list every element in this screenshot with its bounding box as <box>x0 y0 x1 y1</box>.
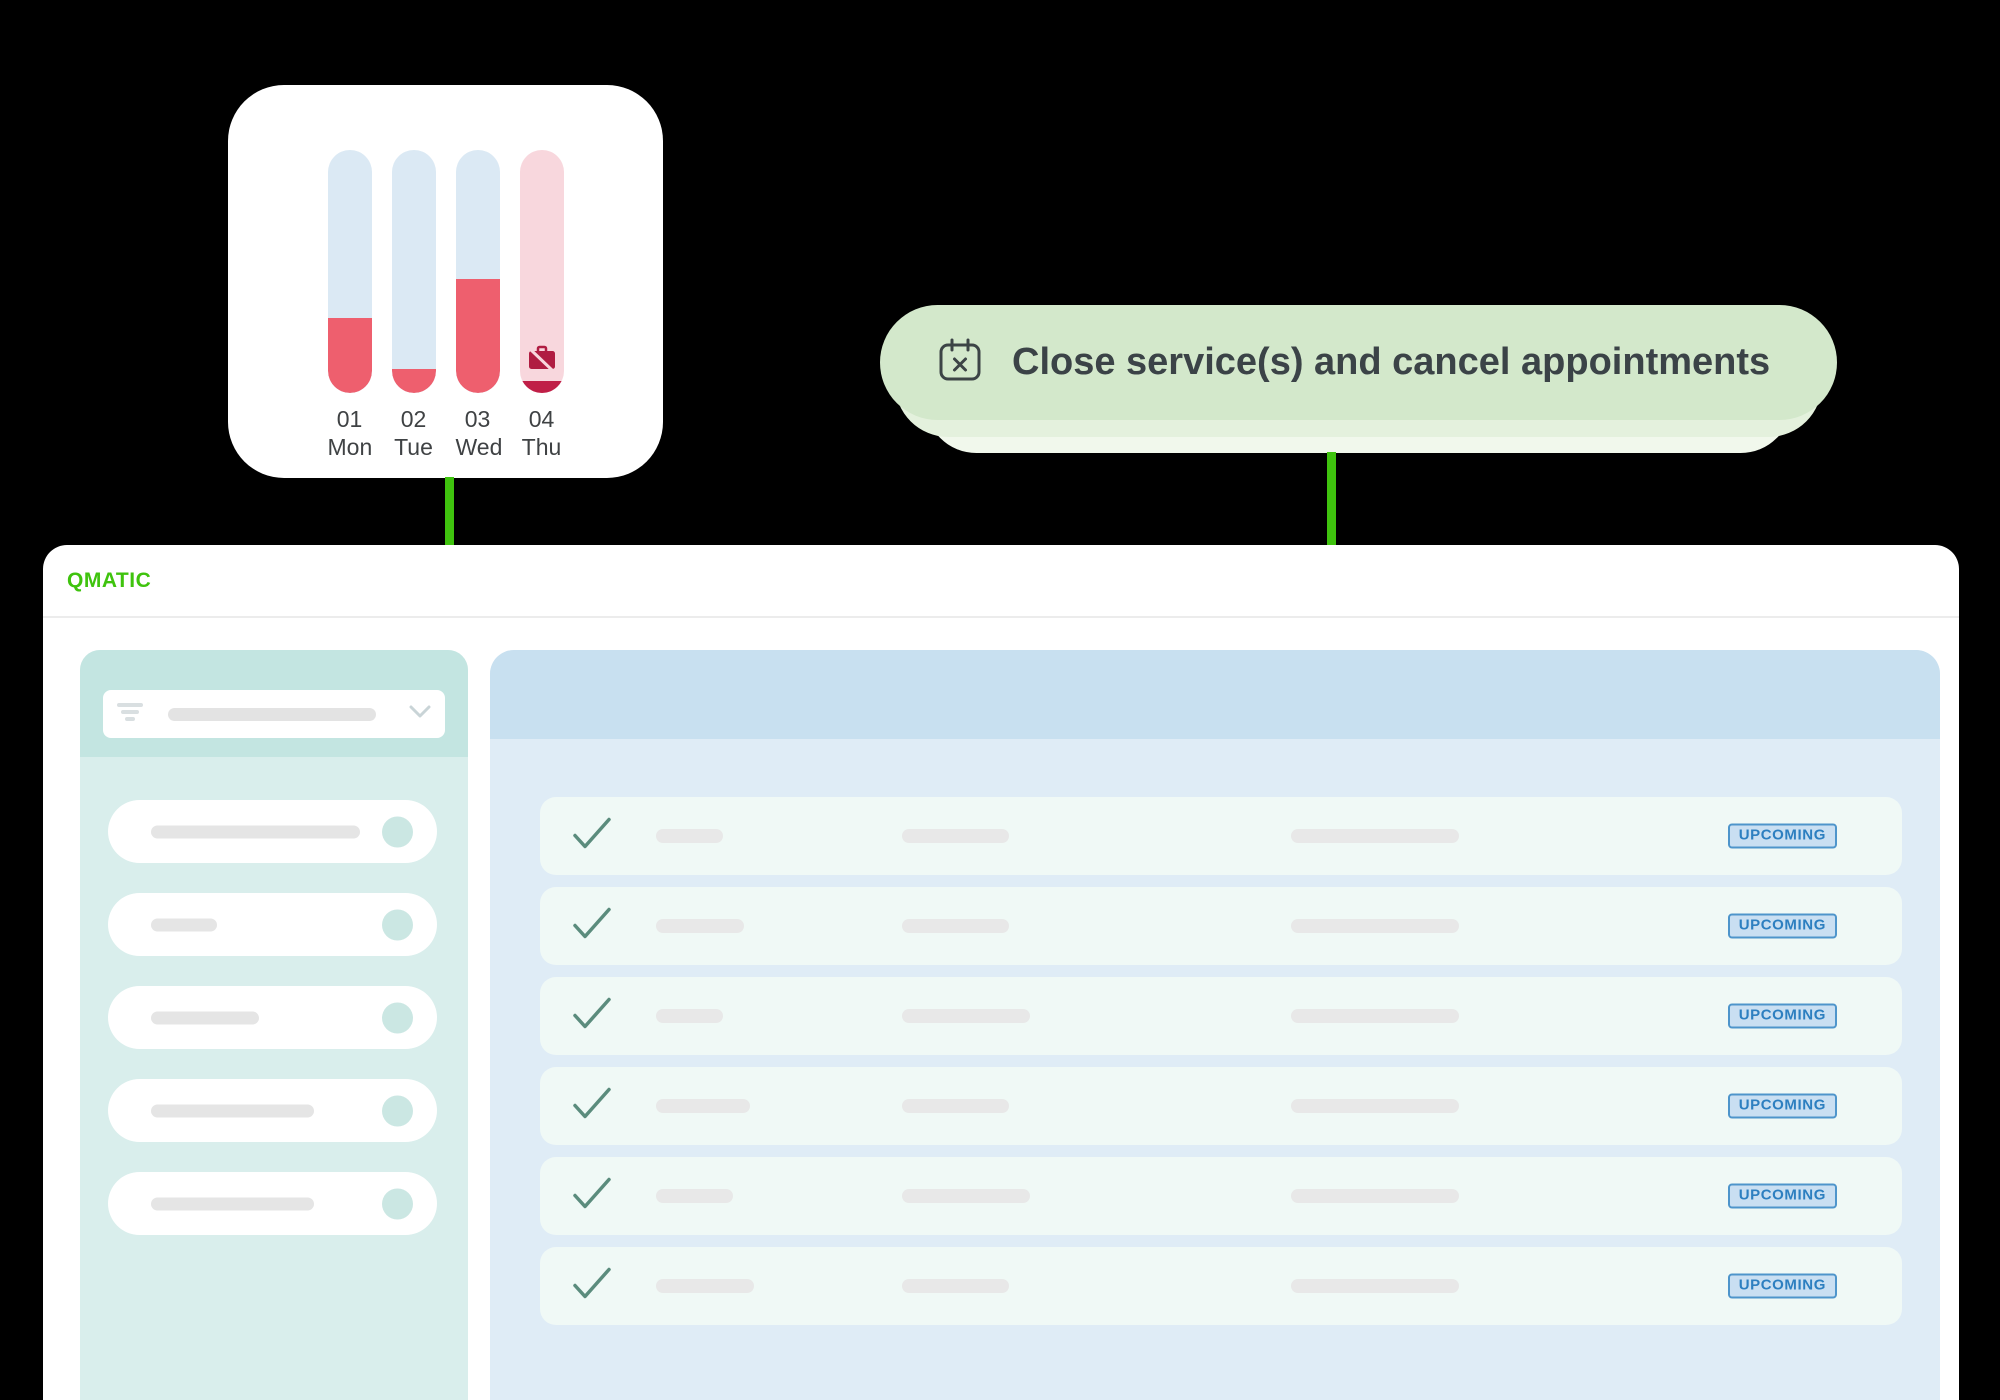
item-placeholder <box>151 1011 259 1024</box>
item-placeholder <box>151 1104 314 1117</box>
connector-line-chart <box>445 477 454 545</box>
capacity-bar-fill <box>391 368 436 393</box>
callout-label: Close service(s) and cancel appointments <box>1012 341 1771 383</box>
cell-placeholder <box>902 919 1009 933</box>
sidebar <box>80 650 468 1400</box>
cell-placeholder <box>902 1009 1030 1023</box>
connector-line-callout <box>1327 452 1336 545</box>
capacity-bar <box>327 150 372 393</box>
check-icon <box>572 997 612 1036</box>
appointment-row[interactable]: UPCOMING <box>540 1067 1902 1145</box>
cell-placeholder <box>656 1099 750 1113</box>
cell-placeholder <box>1291 1099 1459 1113</box>
status-badge: UPCOMING <box>1727 823 1837 849</box>
app-header: QMATIC <box>43 545 1959 618</box>
appointments-header <box>490 650 1940 739</box>
cell-placeholder <box>1291 1009 1459 1023</box>
cell-placeholder <box>1291 1279 1459 1293</box>
cell-placeholder <box>656 1189 733 1203</box>
appointments-list: UPCOMING UPCOMING <box>490 739 1940 1325</box>
sidebar-item[interactable] <box>108 893 437 956</box>
appointment-row[interactable]: UPCOMING <box>540 1157 1902 1235</box>
sidebar-header <box>80 650 468 757</box>
item-toggle[interactable] <box>382 1002 413 1033</box>
status-badge: UPCOMING <box>1727 1183 1837 1209</box>
cell-placeholder <box>656 1279 754 1293</box>
check-icon <box>572 817 612 856</box>
check-icon <box>572 1177 612 1216</box>
appointments-panel: UPCOMING UPCOMING <box>490 650 1940 1400</box>
cell-placeholder <box>1291 1189 1459 1203</box>
sidebar-item[interactable] <box>108 800 437 863</box>
item-placeholder <box>151 1197 314 1210</box>
qmatic-logo: QMATIC <box>67 568 152 592</box>
cell-placeholder <box>656 919 744 933</box>
cell-placeholder <box>902 1279 1009 1293</box>
appointment-row[interactable]: UPCOMING <box>540 797 1902 875</box>
filter-placeholder <box>168 707 376 721</box>
close-services-callout[interactable]: Close service(s) and cancel appointments <box>880 305 1837 420</box>
filter-icon <box>117 702 143 727</box>
cell-placeholder <box>656 1009 723 1023</box>
calendar-x-icon <box>937 337 983 388</box>
cell-placeholder <box>1291 829 1459 843</box>
item-placeholder <box>151 825 360 838</box>
cell-placeholder <box>1291 919 1459 933</box>
sidebar-item[interactable] <box>108 986 437 1049</box>
sidebar-item[interactable] <box>108 1172 437 1235</box>
appointment-row[interactable]: UPCOMING <box>540 887 1902 965</box>
check-icon <box>572 907 612 946</box>
sidebar-list <box>80 757 468 1235</box>
capacity-bar-fill <box>519 380 564 393</box>
cell-placeholder <box>902 829 1009 843</box>
briefcase-off-icon <box>528 345 556 377</box>
capacity-bar-closed <box>519 150 564 393</box>
capacity-bar-fill <box>327 317 372 393</box>
filter-dropdown[interactable] <box>103 690 445 738</box>
status-badge: UPCOMING <box>1727 1003 1837 1029</box>
check-icon <box>572 1267 612 1306</box>
app-window: QMATIC <box>43 545 1959 1400</box>
item-placeholder <box>151 918 217 931</box>
cell-placeholder <box>902 1189 1030 1203</box>
status-badge: UPCOMING <box>1727 1273 1837 1299</box>
cell-placeholder <box>902 1099 1009 1113</box>
appointment-row[interactable]: UPCOMING <box>540 1247 1902 1325</box>
status-badge: UPCOMING <box>1727 913 1837 939</box>
chevron-down-icon <box>409 705 431 724</box>
status-badge: UPCOMING <box>1727 1093 1837 1119</box>
capacity-bar <box>391 150 436 393</box>
capacity-bar-fill <box>455 278 500 393</box>
item-toggle[interactable] <box>382 1188 413 1219</box>
item-toggle[interactable] <box>382 1095 413 1126</box>
appointment-row[interactable]: UPCOMING <box>540 977 1902 1055</box>
sidebar-item[interactable] <box>108 1079 437 1142</box>
check-icon <box>572 1087 612 1126</box>
capacity-bar <box>455 150 500 393</box>
cell-placeholder <box>656 829 723 843</box>
item-toggle[interactable] <box>382 909 413 940</box>
item-toggle[interactable] <box>382 816 413 847</box>
